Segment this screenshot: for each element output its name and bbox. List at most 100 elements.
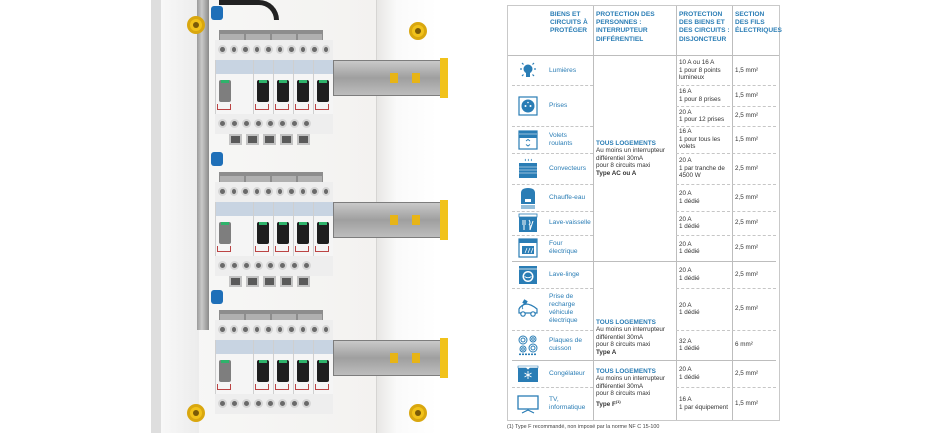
breaker-spec: 20 A 1 dédié — [679, 366, 700, 381]
circuit-label: Prise de recharge véhicule électrique — [549, 293, 578, 324]
circuit-breaker — [253, 60, 273, 114]
row-divider — [512, 387, 593, 388]
circuit-label: Chauffe-eau — [549, 193, 586, 201]
light-bulb-icon — [517, 60, 539, 82]
row-divider — [676, 184, 776, 185]
breaker-row — [209, 30, 449, 148]
protection-type: Type F(1) — [596, 398, 621, 409]
protection-type-text: Type AC ou A — [596, 169, 637, 177]
differential-switch — [215, 60, 253, 114]
din-rail — [333, 338, 448, 378]
socket-icon — [517, 95, 539, 117]
bottom-clips — [229, 134, 310, 145]
protection-type: Type A — [596, 349, 616, 356]
row-divider — [676, 106, 776, 107]
row-divider — [676, 211, 776, 212]
row-divider — [676, 330, 776, 331]
protection-text: différentiel 30mA — [596, 333, 644, 341]
breaker-spec: 20 A 1 par tranche de 4500 W — [679, 157, 725, 180]
protection-text: pour 8 circuits maxi — [596, 341, 651, 349]
circuit-label: Convecteurs — [549, 164, 587, 172]
row-divider — [512, 360, 593, 361]
breaker-spec: 16 A 1 par équipement — [679, 396, 729, 411]
bottom-clips — [229, 276, 310, 287]
footnote-ref: (1) — [615, 398, 621, 404]
row-divider — [512, 235, 593, 236]
breaker-spec: 20 A 1 dédié — [679, 240, 700, 256]
row-divider — [676, 85, 776, 86]
wire-section: 1,5 mm² — [735, 399, 759, 407]
breaker-spec: 16 A 1 pour tous les volets — [679, 128, 721, 151]
top-screws — [215, 40, 333, 60]
wire-section: 1,5 mm² — [735, 66, 759, 74]
panel-shadow — [151, 0, 161, 433]
row-label-bar — [219, 30, 323, 42]
wire-section: 1,5 mm² — [735, 135, 759, 143]
row-divider — [512, 126, 593, 127]
wire-section: 2,5 mm² — [735, 369, 759, 377]
wire-section: 1,5 mm² — [735, 91, 759, 99]
circuit-breaker — [313, 340, 333, 394]
circuit-breaker — [253, 340, 273, 394]
header-persons: PROTECTION DES PERSONNES : INTERRUPTEUR … — [593, 6, 676, 55]
ev-charger-icon — [517, 298, 539, 320]
washing-machine-icon — [517, 264, 539, 286]
blue-terminal — [211, 290, 223, 304]
row-divider — [676, 288, 776, 289]
circuit-label: TV, informatique — [549, 395, 586, 411]
header-section: SECTION DES FILS ÉLECTRIQUES — [732, 6, 782, 55]
dishwasher-icon — [517, 212, 539, 234]
row-divider — [676, 387, 776, 388]
header-breaker: PROTECTION DES BIENS ET DES CIRCUITS : D… — [676, 6, 732, 55]
circuit-breaker — [253, 202, 273, 256]
breaker-spec: 20 A 1 dédié — [679, 215, 700, 231]
wire-section: 2,5 mm² — [735, 270, 759, 278]
breaker-spec: 20 A 1 pour 12 prises — [679, 108, 725, 124]
roller-shutter-icon — [517, 129, 539, 151]
breaker-row — [209, 310, 449, 428]
protection-text: différentiel 30mA — [596, 382, 644, 390]
black-cable — [219, 0, 279, 20]
row-label-bar — [219, 172, 323, 184]
breaker-spec: 16 A 1 pour 8 prises — [679, 88, 721, 103]
differential-switch — [215, 202, 253, 256]
circuit-breaker — [313, 202, 333, 256]
header-goods-text: BIENS ET CIRCUITS À PROTÉGER — [550, 11, 588, 35]
panel-left-frame — [161, 0, 199, 433]
yellow-knob — [409, 22, 427, 40]
wire-section: 2,5 mm² — [735, 112, 759, 120]
blue-terminal — [211, 152, 223, 166]
row-label-bar — [219, 310, 323, 322]
protection-title: TOUS LOGEMENTS — [596, 139, 656, 147]
protection-text: Au moins un interrupteur — [596, 326, 665, 334]
row-divider — [676, 153, 776, 154]
cooktop-icon — [517, 334, 539, 356]
circuit-label: Congélateur — [549, 369, 585, 377]
tv-icon — [517, 393, 539, 415]
row-divider — [512, 288, 593, 289]
circuit-label: Lave-linge — [549, 270, 580, 278]
row-divider — [512, 184, 593, 185]
wire-section: 2,5 mm² — [735, 244, 759, 252]
circuit-breaker — [293, 60, 313, 114]
header-divider — [508, 55, 779, 56]
circuit-label: Lave-vaisselle — [549, 219, 591, 226]
protection-title: TOUS LOGEMENTS — [596, 318, 656, 326]
circuit-label: Lumières — [549, 66, 577, 74]
electrical-panel-photo — [151, 0, 449, 433]
row-divider — [512, 330, 593, 331]
yellow-knob — [409, 404, 427, 422]
protection-type-text: Type A — [596, 348, 617, 356]
wire-section: 2,5 mm² — [735, 193, 759, 201]
wire-section: 2,5 mm² — [735, 164, 759, 172]
circuit-breaker — [293, 202, 313, 256]
circuit-breaker — [293, 340, 313, 394]
column-divider — [593, 6, 594, 420]
row-divider — [512, 211, 593, 212]
circuit-breaker — [273, 340, 293, 394]
wire-section: 6 mm² — [735, 341, 753, 349]
water-heater-icon — [517, 187, 539, 209]
